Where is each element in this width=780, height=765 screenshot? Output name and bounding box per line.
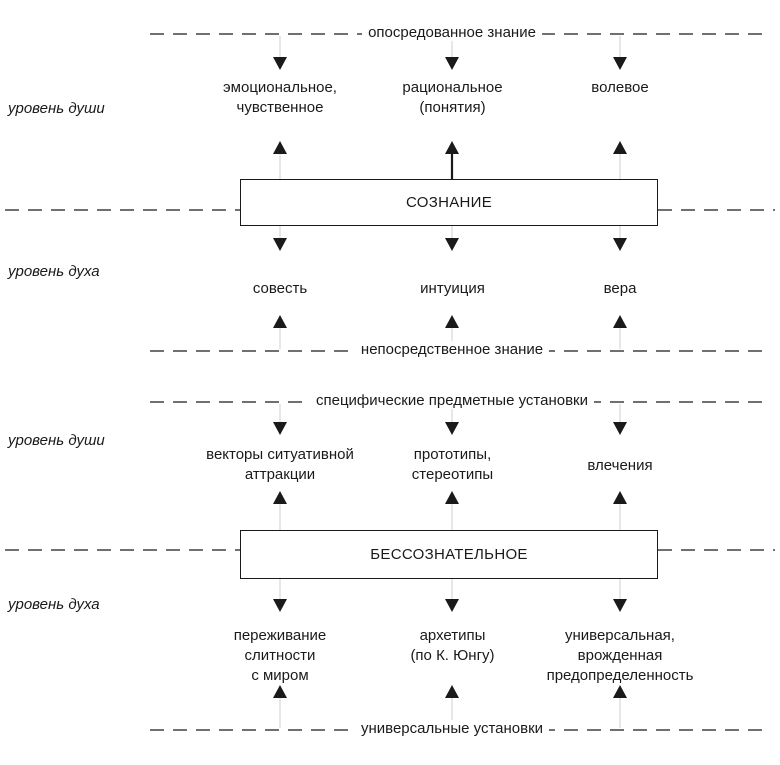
arrow-down-top-2	[613, 57, 627, 70]
arrow-down-spec-2	[613, 422, 627, 435]
item-archetypes: архетипы (по К. Юнгу)	[410, 627, 495, 664]
bottom-label-direct-knowledge: непосредственное знание	[354, 341, 550, 358]
item-rational: рациональное (понятия)	[402, 79, 503, 116]
item-prototypes: прототипы, стереотипы	[411, 446, 494, 483]
arrow-up-direct-1	[445, 315, 459, 328]
box-unconscious: БЕССОЗНАТЕЛЬНОЕ	[240, 530, 658, 579]
item-unity-with-world: переживание слитности с миром	[233, 627, 327, 684]
arrow-up-box2-1	[445, 491, 459, 504]
arrow-down-box1-0	[273, 238, 287, 251]
arrow-down-spec-0	[273, 422, 287, 435]
bottom-label-universal-attitudes: универсальные установки	[354, 720, 550, 737]
box-consciousness: СОЗНАНИЕ	[240, 179, 658, 226]
level-soul-2: уровень души	[8, 432, 105, 449]
item-situational-attraction: векторы ситуативной аттракции	[206, 446, 354, 483]
arrow-up-universal-0	[273, 685, 287, 698]
arrow-up-box1-2	[613, 141, 627, 154]
arrow-up-box2-0	[273, 491, 287, 504]
level-soul-1: уровень души	[8, 100, 105, 117]
arrow-down-box2-0	[273, 599, 287, 612]
arrow-down-top-1	[445, 57, 459, 70]
item-conscience: совесть	[252, 280, 308, 297]
arrow-down-box1-2	[613, 238, 627, 251]
item-emotional: эмоциональное, чувственное	[223, 79, 337, 116]
item-intuition: интуиция	[420, 280, 485, 297]
arrow-down-box1-1	[445, 238, 459, 251]
item-faith: вера	[603, 280, 637, 297]
level-spirit-1: уровень духа	[8, 263, 100, 280]
arrow-up-box1-0	[273, 141, 287, 154]
arrow-up-box2-2	[613, 491, 627, 504]
arrow-up-direct-0	[273, 315, 287, 328]
top-label-mediated-knowledge: опосредованное знание	[362, 24, 542, 41]
arrow-down-spec-1	[445, 422, 459, 435]
arrow-down-box2-1	[445, 599, 459, 612]
top-label-specific-attitudes: специфические предметные установки	[309, 392, 595, 409]
item-volitional: волевое	[591, 79, 649, 96]
arrow-up-box1-1	[445, 141, 459, 154]
level-spirit-2: уровень духа	[8, 596, 100, 613]
arrow-up-direct-2	[613, 315, 627, 328]
arrow-down-top-0	[273, 57, 287, 70]
arrow-up-universal-1	[445, 685, 459, 698]
arrow-up-universal-2	[613, 685, 627, 698]
item-predestination: универсальная, врожденная предопределенн…	[546, 627, 694, 684]
arrow-down-box2-2	[613, 599, 627, 612]
item-drives: влечения	[587, 457, 653, 474]
